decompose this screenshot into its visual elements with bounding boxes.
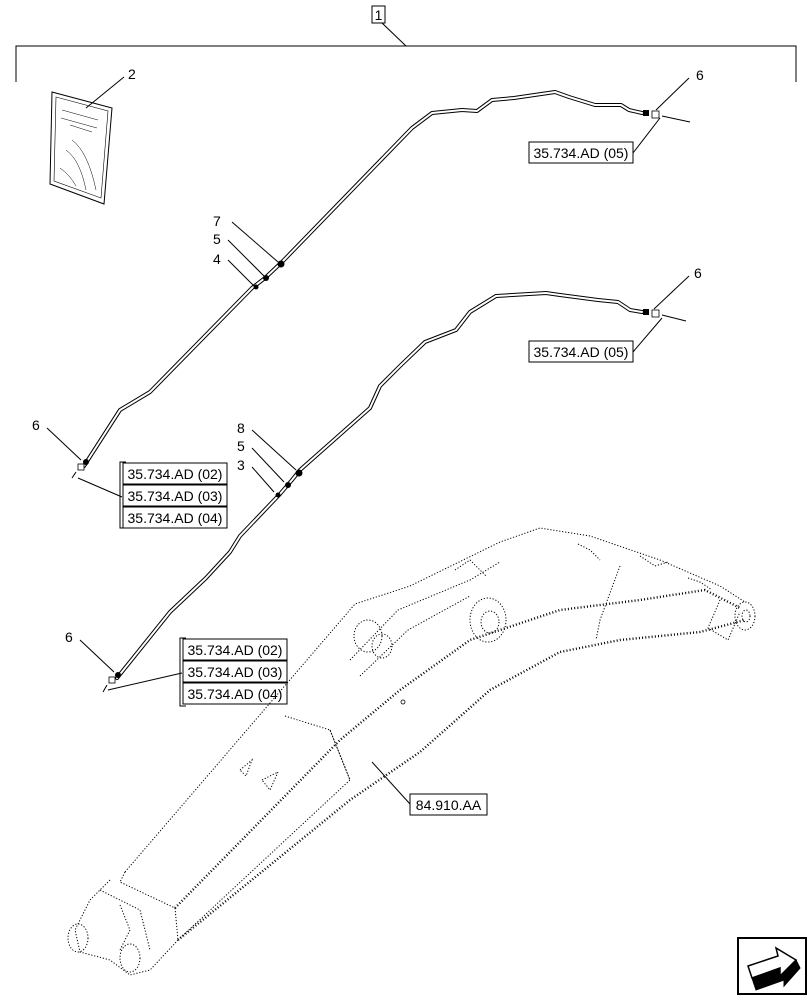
item-5-label-upper: 5 <box>213 231 221 247</box>
item-4-label: 4 <box>213 251 221 267</box>
ref-box-ul-1[interactable] <box>122 462 228 485</box>
ref-ll-1: 35.734.AD (02) <box>188 642 283 658</box>
item-6-label-upper-left: 6 <box>32 417 40 433</box>
ref-box-ll-2[interactable] <box>182 660 288 683</box>
ref-boom: 84.910.AA <box>416 797 482 813</box>
ref-box-lower-right[interactable] <box>528 340 634 363</box>
ref-ll-2: 35.734.AD (03) <box>188 664 283 680</box>
upper-callouts: 7 5 4 6 35.734.AD (05) 6 35.734.AD (02) … <box>32 67 704 529</box>
ref-upper-right: 35.734.AD (05) <box>534 145 629 161</box>
lower-pipe[interactable] <box>102 291 687 693</box>
ref-box-ll-1[interactable] <box>182 638 288 661</box>
ref-box-ul-3[interactable] <box>122 506 228 529</box>
ref-lower-right: 35.734.AD (05) <box>534 344 629 360</box>
item-7-label: 7 <box>213 213 221 229</box>
boom-callout: 84.910.AA <box>371 761 488 816</box>
item-3-label: 3 <box>237 457 245 473</box>
boom-phantom-outline <box>67 527 756 976</box>
assembly-bracket: 1 <box>15 5 797 82</box>
ref-ul-2: 35.734.AD (03) <box>128 488 223 504</box>
ref-box-ul-2[interactable] <box>122 484 228 507</box>
lower-callouts: 6 35.734.AD (05) 8 5 3 6 35.734.AD (02) … <box>65 265 702 707</box>
ref-box-upper-right[interactable] <box>528 141 634 164</box>
item-2-label: 2 <box>128 66 136 82</box>
ref-box-ll-3[interactable] <box>182 682 288 705</box>
item-8-label: 8 <box>237 420 245 436</box>
item-5-label-lower: 5 <box>237 438 245 454</box>
ref-ul-1: 35.734.AD (02) <box>128 466 223 482</box>
item-6-label-lower-right: 6 <box>694 265 702 281</box>
ref-ul-3: 35.734.AD (04) <box>128 510 223 526</box>
ref-box-boom[interactable] <box>409 793 488 816</box>
assembly-number-box[interactable] <box>371 5 386 24</box>
item-6-label-upper-right: 6 <box>696 67 704 83</box>
next-page-arrow-icon[interactable] <box>737 937 807 995</box>
item-6-label-lower-left: 6 <box>65 629 73 645</box>
assembly-number: 1 <box>375 7 383 23</box>
manual-document[interactable]: 2 <box>49 66 136 205</box>
upper-pipe[interactable] <box>71 90 691 479</box>
ref-ll-3: 35.734.AD (04) <box>188 686 283 702</box>
